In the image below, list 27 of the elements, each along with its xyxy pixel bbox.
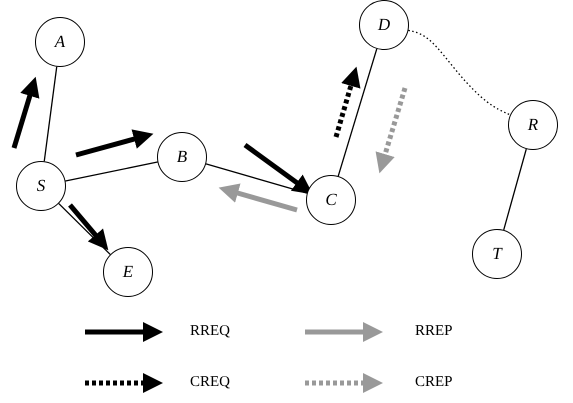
- node-circle: [472, 229, 522, 279]
- connector-line: [338, 48, 378, 176]
- node-circle: [157, 132, 207, 182]
- node-label: D: [378, 15, 390, 35]
- legend-label: CREP: [415, 374, 453, 391]
- legend-label: RREP: [415, 323, 453, 340]
- node-circle: [508, 100, 558, 150]
- node-label: R: [528, 115, 538, 135]
- node-label: E: [122, 262, 134, 282]
- node-circle: [359, 0, 409, 50]
- legend-label: CREQ: [190, 374, 230, 391]
- node-circle: [16, 161, 66, 211]
- node-label: T: [492, 244, 502, 264]
- node-label: B: [176, 147, 188, 167]
- node-circle: [306, 175, 356, 225]
- connector-line: [44, 66, 58, 162]
- node-label: S: [36, 176, 46, 196]
- node-label: C: [325, 190, 337, 210]
- node-label: A: [54, 32, 66, 52]
- connector-line: [503, 148, 527, 230]
- connector-line: [206, 163, 308, 194]
- connector-line: [65, 161, 158, 182]
- node-circle: [35, 17, 85, 67]
- legend-label: RREQ: [190, 323, 230, 340]
- connector-line: [408, 30, 510, 116]
- connector-line: [58, 203, 111, 255]
- node-circle: [103, 247, 153, 297]
